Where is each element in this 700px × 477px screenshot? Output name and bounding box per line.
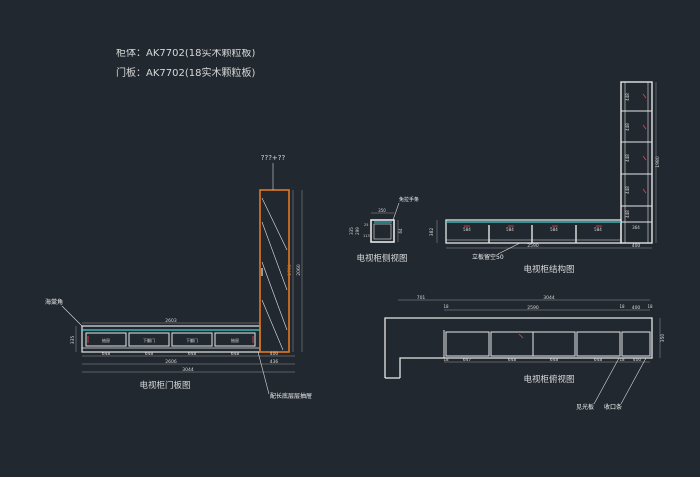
front-dim-right-width: 400 (270, 351, 279, 357)
side-dim-right: 64 (398, 228, 403, 234)
front-dim-seg-1: 648 (102, 351, 111, 357)
front-door-label-2: 下翻门 (143, 337, 155, 343)
structure-view: 448 448 448 448 448 1980 584 584 584 584… (429, 81, 661, 275)
side-view: 350 335 299 25 113 64 免拉手条 电视柜侧视图 (349, 196, 419, 264)
front-corner-leader (61, 305, 83, 327)
front-door-2 (128, 332, 170, 347)
struct-low-cabinet (445, 219, 622, 244)
plan-label-finish-panel: 见光板 (576, 403, 594, 411)
plan-view: 701 3044 18 2590 18 400 18 18 647 648 64… (384, 295, 666, 411)
front-tall-diag-3 (261, 261, 288, 331)
plan-dim-mid-18: 18 (619, 304, 625, 309)
struct-red-4 (642, 188, 647, 194)
plan-dim-cell-2: 648 (508, 357, 517, 363)
side-dim-h-inner: 299 (355, 227, 360, 235)
struct-gap-leader (497, 242, 521, 255)
struct-shelf-height-3: 448 (625, 154, 630, 162)
front-dim-left-height: 335 (70, 336, 76, 345)
front-corner-label: 海棠角 (45, 298, 63, 306)
struct-right: 400 (632, 243, 641, 249)
front-caption: 电视柜门板图 (139, 380, 190, 391)
plan-cell-1 (445, 331, 490, 357)
plan-label-finish-leader (593, 357, 620, 405)
side-handle-leader (392, 202, 400, 221)
struct-cell-2: 584 (506, 227, 514, 232)
front-dim-seg-2: 648 (145, 351, 154, 357)
front-tall-diag-4 (261, 299, 284, 351)
struct-tall-height: 1980 (655, 156, 661, 168)
plan-red-mark (518, 333, 524, 339)
plan-dim-cell-4: 648 (594, 357, 603, 363)
front-dim-top: 2603 (165, 318, 177, 324)
header-line-1: 柜体：AK7702(18实木颗粒板) (116, 48, 256, 59)
plan-dim-right: 400 (632, 305, 641, 311)
side-dim-h-outer: 335 (349, 227, 354, 235)
side-caption: 电视柜侧视图 (356, 253, 407, 264)
struct-gap-label: 立板留空50 (472, 253, 504, 261)
struct-shelf-height-2: 448 (625, 123, 630, 131)
front-bottom-note-leader (257, 351, 270, 395)
struct-red-3 (642, 155, 647, 161)
struct-shelf-height-4: 448 (625, 186, 630, 194)
plan-dim-right-18: 18 (647, 304, 653, 309)
struct-red-1 (642, 93, 647, 99)
front-door-3 (171, 332, 213, 347)
front-tall-column (259, 189, 290, 353)
front-tall-diag-2 (261, 221, 288, 291)
struct-run: 2590 (527, 243, 539, 249)
plan-dim-cell-3: 648 (550, 357, 559, 363)
front-view: 抽屉 下翻门 下翻门 抽屉 ???+?? 1790 2060 2603 335 … (45, 154, 312, 400)
struct-end-mark: 364 (632, 225, 640, 230)
struct-shelf-height-5: 448 (625, 210, 630, 218)
front-door-label-4: 抽屉 (231, 337, 239, 343)
front-tall-diag-1 (261, 197, 288, 251)
front-dim-tall-height: 1790 (287, 264, 293, 276)
side-dim-left: 25 (364, 223, 368, 227)
front-bottom-note: 配长底层层抽屉 (270, 392, 312, 400)
struct-red-2 (642, 124, 647, 130)
struct-shelf-height-1: 448 (625, 93, 630, 101)
front-door-label-1: 抽屉 (102, 337, 110, 343)
struct-cell-3: 584 (550, 227, 558, 232)
struct-cell-4: 584 (594, 227, 602, 232)
front-dim-tall-right: 436 (270, 359, 279, 365)
front-door-label-3: 下翻门 (186, 337, 198, 343)
side-handle-label: 免拉手条 (399, 196, 419, 203)
plan-dim-left-offset: 701 (417, 295, 426, 301)
plan-cell-3 (576, 331, 621, 357)
plan-dim-top-left: 18 (443, 304, 449, 309)
side-dim-mid: 113 (363, 234, 370, 238)
struct-left-height: 382 (429, 228, 435, 237)
side-box (370, 219, 395, 243)
plan-top-plate (384, 317, 653, 378)
struct-caption: 电视柜结构图 (523, 264, 574, 275)
side-box-inner (373, 223, 392, 240)
front-door-1 (85, 332, 127, 347)
front-dim-seg-3: 648 (188, 351, 197, 357)
front-dim-seg-4: 648 (231, 351, 240, 357)
plan-caption: 电视柜俯视图 (523, 374, 574, 385)
header-line-2: 门板：AK7702(18实木颗粒板) (116, 68, 256, 79)
front-dim-tall-height-outer: 2060 (296, 264, 302, 276)
plan-dim-bottom-left: 18 (443, 357, 449, 362)
front-door-4 (214, 332, 256, 347)
plan-dim-depth: 350 (660, 334, 666, 343)
plan-dim-cell-1: 647 (463, 357, 472, 363)
plan-label-edge-leader (620, 357, 647, 405)
plan-label-edge-strip: 收口条 (604, 403, 622, 411)
front-tall-label: ???+?? (261, 154, 286, 162)
struct-cell-1: 584 (463, 227, 471, 232)
plan-cell-right (621, 331, 651, 357)
front-dim-overall: 3044 (182, 367, 194, 373)
side-dim-top: 350 (378, 208, 386, 213)
front-dim-run: 2606 (165, 359, 177, 365)
struct-tall-column (620, 81, 653, 244)
plan-dim-overall: 3044 (543, 295, 555, 301)
plan-dim-bottom-right: 18 (619, 357, 625, 362)
plan-dim-bottom-right-w: 400 (633, 357, 642, 363)
plan-dim-run: 2590 (527, 305, 539, 311)
